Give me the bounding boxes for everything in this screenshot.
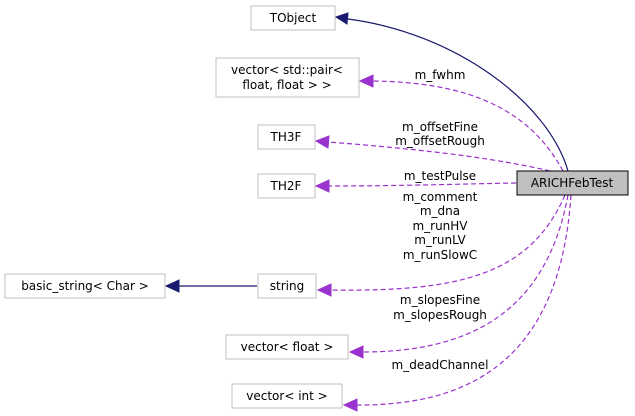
label-m-offset-fine: m_offsetFine (402, 120, 478, 134)
label-m-offset-rough: m_offsetRough (395, 134, 485, 148)
label-m-fwhm: m_fwhm (415, 68, 466, 82)
arrowhead-th2f (314, 179, 330, 193)
node-arichfebtest-label: ARICHFebTest (531, 176, 614, 190)
node-vector-int[interactable]: vector< int > (231, 383, 343, 409)
edge-member-vector-int (355, 194, 572, 406)
node-vector-float-label: vector< float > (241, 340, 334, 354)
label-m-run-hv: m_runHV (412, 219, 468, 233)
label-m-run-lv: m_runLV (414, 233, 466, 247)
label-m-comment: m_comment (403, 190, 478, 204)
label-m-dna: m_dna (420, 204, 460, 218)
node-th2f-label: TH2F (270, 179, 302, 193)
arrowhead-basic-string (164, 279, 180, 293)
node-arichfebtest[interactable]: ARICHFebTest (516, 170, 629, 196)
node-tobject-label: TObject (269, 11, 317, 25)
label-m-slopes-rough: m_slopesRough (393, 308, 487, 322)
arrowhead-string (316, 283, 332, 297)
edge-inherit-tobject (347, 18, 569, 172)
arrowhead-vector-float (348, 345, 364, 359)
node-th2f[interactable]: TH2F (257, 173, 316, 199)
arrowhead-vector-int (342, 398, 358, 412)
label-m-slopes-fine: m_slopesFine (400, 293, 480, 307)
node-vector-pair-label-line1: vector< std::pair< (231, 63, 343, 77)
node-string[interactable]: string (257, 273, 317, 299)
edge-member-th3f (327, 141, 551, 172)
edge-member-th2f (327, 182, 517, 187)
node-vector-pair[interactable]: vector< std::pair< float, float > > (215, 57, 360, 98)
node-th3f[interactable]: TH3F (257, 124, 316, 150)
label-m-test-pulse: m_testPulse (404, 169, 476, 183)
arrowhead-fwhm (358, 74, 374, 88)
edge-member-vector-float (361, 194, 569, 353)
node-string-label: string (270, 279, 304, 293)
node-vector-int-label: vector< int > (246, 389, 327, 403)
arrowhead-tobject (334, 12, 349, 25)
arrowhead-th3f (314, 135, 330, 149)
node-tobject[interactable]: TObject (250, 5, 336, 31)
edge-member-fwhm (371, 80, 564, 172)
label-m-dead-channel: m_deadChannel (392, 358, 489, 372)
node-vector-pair-label-line2: float, float > > (242, 78, 331, 92)
node-basic-string[interactable]: basic_string< Char > (4, 273, 166, 299)
label-m-run-slow-c: m_runSlowC (403, 248, 477, 262)
node-vector-float[interactable]: vector< float > (225, 334, 349, 360)
edge-member-string (329, 194, 566, 291)
node-th3f-label: TH3F (270, 130, 302, 144)
node-basic-string-label: basic_string< Char > (21, 279, 149, 293)
